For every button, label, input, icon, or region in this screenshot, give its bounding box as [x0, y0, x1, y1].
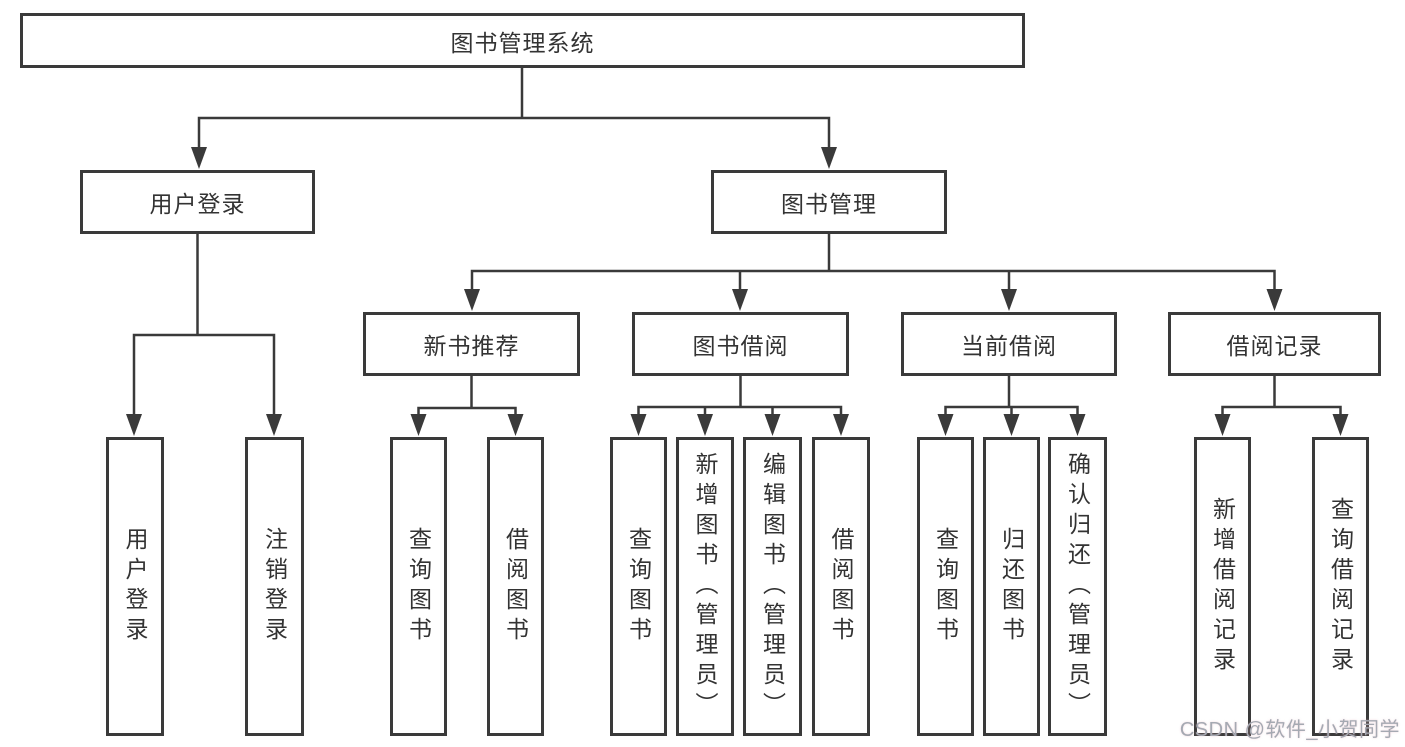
leaf-add-book-admin: 新增图书（管理员）	[676, 437, 734, 736]
leaf-label: 确认归还（管理员）	[1064, 451, 1091, 722]
csdn-watermark: CSDN @软件_小贺同学	[1179, 719, 1400, 741]
leaf-confirm-return-admin: 确认归还（管理员）	[1048, 437, 1107, 736]
connector-root-to-level2	[197, 66, 831, 152]
arrow-down-icon	[1266, 289, 1283, 311]
node-book-borrowing: 图书借阅	[632, 312, 849, 376]
leaf-logout: 注销登录	[245, 437, 304, 736]
arrow-down-icon	[630, 414, 647, 436]
leaf-label: 查询借阅记录	[1327, 496, 1354, 677]
leaf-query-books-current: 查询图书	[917, 437, 974, 736]
node-label: 新书推荐	[423, 333, 520, 359]
node-borrowing-records: 借阅记录	[1168, 312, 1381, 376]
leaf-query-borrow-record: 查询借阅记录	[1312, 437, 1369, 736]
arrow-down-icon	[1332, 414, 1349, 436]
connector-borrow-records-to-leaves	[1221, 374, 1342, 420]
leaf-borrow-books-recommend: 借阅图书	[487, 437, 544, 736]
node-label: 图书管理系统	[450, 29, 595, 56]
arrow-down-icon	[821, 147, 837, 169]
leaf-label: 查询图书	[625, 526, 652, 647]
leaf-label: 查询图书	[932, 526, 959, 647]
node-label: 当前借阅	[961, 333, 1057, 359]
leaf-query-books-borrow: 查询图书	[610, 437, 667, 736]
arrow-down-icon	[410, 414, 427, 436]
arrow-down-icon	[464, 289, 480, 311]
node-book-management: 图书管理	[711, 170, 947, 234]
leaf-label: 注销登录	[261, 526, 288, 647]
node-label: 借阅记录	[1226, 333, 1323, 359]
arrow-down-icon	[697, 414, 713, 436]
leaf-add-borrow-record: 新增借阅记录	[1194, 437, 1251, 736]
node-current-borrowing: 当前借阅	[901, 312, 1117, 376]
node-label: 图书借阅	[692, 333, 789, 359]
node-book-management-system: 图书管理系统	[20, 13, 1025, 68]
leaf-label: 编辑图书（管理员）	[759, 451, 786, 722]
connector-current-borrow-to-leaves	[944, 374, 1079, 420]
connector-book-mgmt-to-level3	[470, 232, 1276, 294]
leaf-label: 新增借阅记录	[1209, 496, 1236, 677]
arrow-down-icon	[507, 414, 524, 436]
connector-new-books-to-leaves	[417, 374, 517, 420]
leaf-return-books: 归还图书	[983, 437, 1040, 736]
leaf-borrow-books-borrow: 借阅图书	[812, 437, 870, 736]
arrow-down-icon	[126, 414, 142, 436]
node-user-login: 用户登录	[80, 170, 315, 234]
leaf-label: 查询图书	[405, 526, 432, 647]
arrow-down-icon	[1069, 414, 1086, 436]
leaf-user-login: 用户登录	[106, 437, 164, 736]
leaf-label: 归还图书	[998, 526, 1025, 647]
node-label: 用户登录	[149, 191, 246, 217]
arrow-down-icon	[937, 414, 954, 436]
leaf-query-books-recommend: 查询图书	[390, 437, 447, 736]
arrow-down-icon	[732, 289, 748, 311]
arrow-down-icon	[1003, 414, 1020, 436]
node-new-book-recommend: 新书推荐	[363, 312, 580, 376]
leaf-label: 借阅图书	[828, 526, 854, 647]
leaf-label: 用户登录	[122, 526, 148, 647]
leaf-edit-book-admin: 编辑图书（管理员）	[743, 437, 802, 736]
arrowheads	[126, 147, 1349, 436]
node-label: 图书管理	[781, 191, 877, 217]
leaf-label: 借阅图书	[502, 526, 529, 647]
leaf-label: 新增图书（管理员）	[692, 451, 718, 722]
arrow-down-icon	[1001, 289, 1017, 311]
arrow-down-icon	[1214, 414, 1231, 436]
arrow-down-icon	[191, 147, 207, 169]
arrow-down-icon	[764, 414, 781, 436]
arrow-down-icon	[833, 414, 849, 436]
arrow-down-icon	[266, 414, 282, 436]
connector-user-login-to-leaves	[132, 232, 276, 420]
connector-book-borrow-to-leaves	[637, 374, 843, 420]
